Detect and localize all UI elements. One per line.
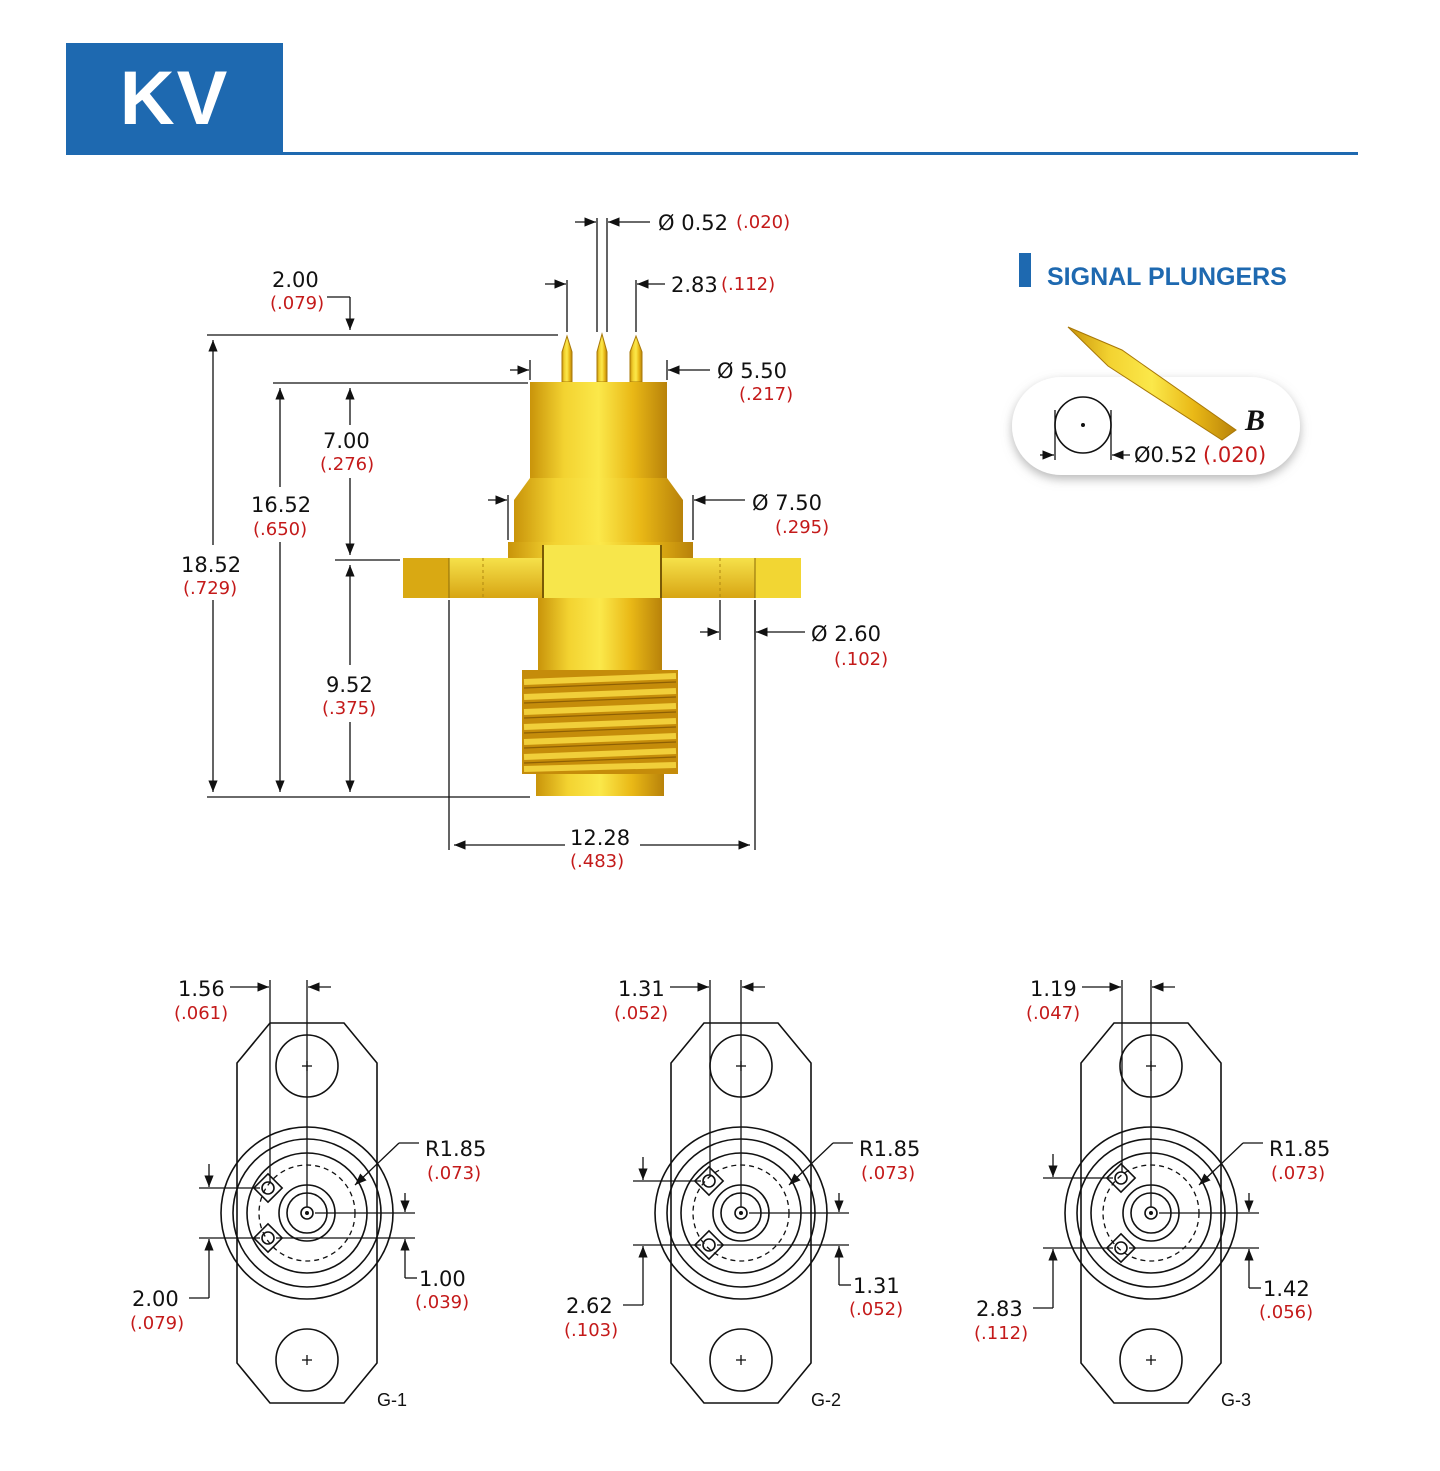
right-dim-imperial: (.039)	[415, 1292, 469, 1313]
title-block: KV	[66, 43, 283, 155]
collar-dia-metric: Ø 7.50	[752, 491, 822, 515]
main-dimensions	[207, 217, 805, 850]
top-dim-metric: 1.31	[618, 977, 665, 1001]
signal-pin-pad	[693, 1229, 725, 1261]
overall-len-metric: 18.52	[181, 553, 241, 577]
lower-body	[538, 598, 662, 670]
signal-plungers-heading: SIGNAL PLUNGERS	[1047, 263, 1287, 291]
overall-len-imperial: (.729)	[183, 578, 237, 599]
body-len-imperial: (.650)	[253, 519, 307, 540]
bottom-views: 1.56(.061)R1.85(.073)2.00(.079)1.00(.039…	[130, 977, 1330, 1410]
pin-len-metric: 2.00	[272, 268, 319, 292]
left-dim-imperial: (.079)	[130, 1313, 184, 1334]
left-dim-imperial: (.112)	[974, 1323, 1028, 1344]
lower-len-metric: 9.52	[326, 673, 373, 697]
hole-spacing-metric: 12.28	[570, 826, 630, 850]
left-dim-metric: 2.00	[132, 1287, 179, 1311]
top-dim-metric: 1.19	[1030, 977, 1077, 1001]
bottom-view-g-1: 1.56(.061) R1.85(.073) 2.00(.079) 1.00(.039…	[130, 977, 486, 1410]
right-dim-imperial: (.056)	[1259, 1302, 1313, 1323]
top-dia-imperial: (.217)	[739, 384, 793, 405]
view-label: G-3	[1221, 1390, 1251, 1410]
pin-dia-metric: Ø 0.52	[658, 211, 728, 235]
radius-metric: R1.85	[859, 1137, 920, 1161]
plunger-card	[1012, 377, 1300, 475]
right-dim-metric: 1.00	[419, 1267, 466, 1291]
radius-metric: R1.85	[425, 1137, 486, 1161]
left-dim-imperial: (.103)	[564, 1320, 618, 1341]
radius-imperial: (.073)	[861, 1163, 915, 1184]
pin-pitch-metric: 2.83	[671, 273, 718, 297]
hole-dia-imperial: (.102)	[834, 649, 888, 670]
left-dim-metric: 2.62	[566, 1294, 613, 1318]
top-dim-metric: 1.56	[178, 977, 225, 1001]
signal-plungers-panel: SIGNAL PLUNGERS B Ø0.52 (.020)	[1012, 253, 1300, 475]
radius-metric: R1.85	[1269, 1137, 1330, 1161]
mounting-hole	[709, 1328, 773, 1392]
bottom-view-g-3: 1.19(.047) R1.85(.073) 2.83(.112) 1.42(.056…	[974, 977, 1330, 1410]
upper-len-imperial: (.276)	[320, 454, 374, 475]
hole-spacing-imperial: (.483)	[570, 851, 624, 872]
plunger-dia-imperial: (.020)	[1203, 443, 1266, 467]
main-dimension-labels: Ø 0.52 (.020) 2.83 (.112) 2.00 (.079) Ø …	[181, 211, 888, 872]
radius-imperial: (.073)	[1271, 1163, 1325, 1184]
right-dim-imperial: (.052)	[849, 1299, 903, 1320]
connector-side-view	[403, 332, 801, 796]
signal-pin-pad	[252, 1222, 284, 1254]
signal-pin-pad	[252, 1172, 284, 1204]
signal-plungers-marker	[1019, 253, 1031, 287]
hole-dia-metric: Ø 2.60	[811, 622, 881, 646]
bottom-view-g-2: 1.31(.052)R1.85(.073)2.62(.103)1.31(.052…	[564, 977, 920, 1410]
mounting-hole	[275, 1328, 339, 1392]
left-dim-metric: 2.83	[976, 1297, 1023, 1321]
top-dia-metric: Ø 5.50	[717, 359, 787, 383]
top-dim-imperial: (.047)	[1026, 1003, 1080, 1024]
pin-pitch-imperial: (.112)	[721, 274, 775, 295]
pin-len-imperial: (.079)	[270, 293, 324, 314]
upper-body	[530, 382, 667, 478]
right-dim-metric: 1.42	[1263, 1277, 1310, 1301]
signal-pin-pad	[1105, 1232, 1137, 1264]
signal-pin-pad	[693, 1165, 725, 1197]
top-dim-imperial: (.061)	[174, 1003, 228, 1024]
page-title: KV	[119, 56, 230, 141]
upper-len-metric: 7.00	[323, 429, 370, 453]
collar-dia-imperial: (.295)	[775, 517, 829, 538]
signal-pin-pad	[1105, 1162, 1137, 1194]
top-dim-imperial: (.052)	[614, 1003, 668, 1024]
signal-pins	[561, 332, 643, 383]
view-label: G-1	[377, 1390, 407, 1410]
view-label: G-2	[811, 1390, 841, 1410]
plunger-dia-metric: Ø0.52	[1134, 443, 1197, 467]
title-rule	[66, 152, 1358, 155]
mounting-hole	[1119, 1328, 1183, 1392]
plunger-tip-letter: B	[1244, 404, 1265, 437]
lower-len-imperial: (.375)	[322, 698, 376, 719]
radius-imperial: (.073)	[427, 1163, 481, 1184]
pin-dia-imperial: (.020)	[736, 212, 790, 233]
right-dim-metric: 1.31	[853, 1274, 900, 1298]
plunger-needle	[1067, 326, 1237, 441]
body-len-metric: 16.52	[251, 493, 311, 517]
